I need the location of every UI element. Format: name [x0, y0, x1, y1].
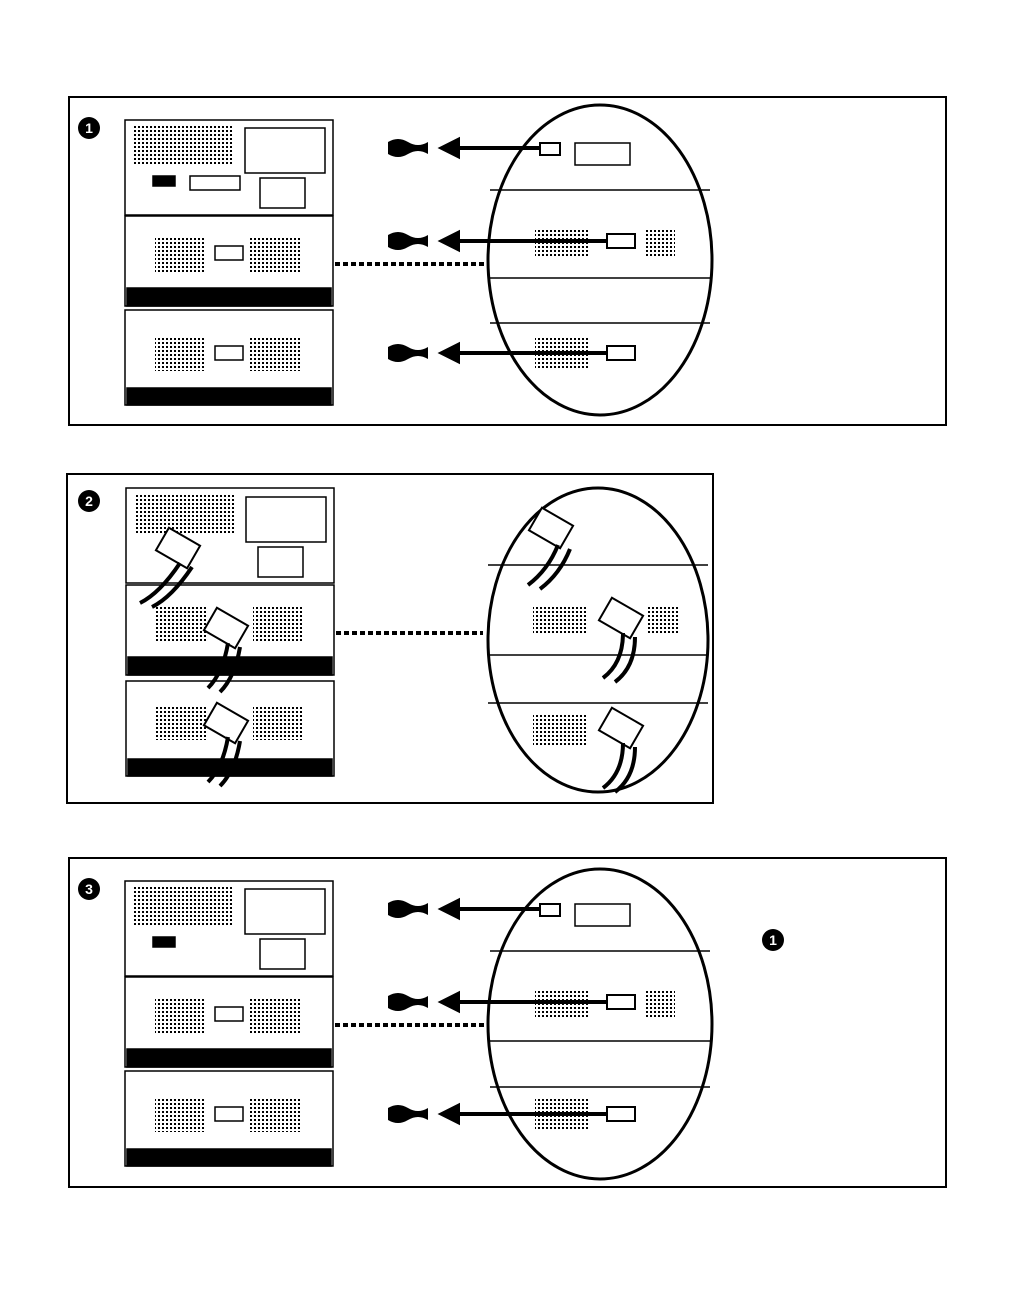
torn-cable-icons [388, 900, 428, 1123]
zoom-view [488, 869, 712, 1179]
step-3-illustration [70, 859, 949, 1190]
battery-pack-2 [125, 310, 333, 405]
step-2-panel: 2 [66, 473, 714, 804]
ups-unit [125, 120, 333, 215]
step-2-illustration [68, 475, 716, 806]
zoom-view [488, 488, 708, 792]
battery-pack-1 [125, 216, 333, 306]
step-3-panel: 3 1 [68, 857, 947, 1188]
zoom-view [488, 105, 712, 415]
step-1-panel: 1 [68, 96, 947, 426]
torn-cable-icons [388, 139, 428, 362]
step-1-illustration [70, 98, 949, 428]
